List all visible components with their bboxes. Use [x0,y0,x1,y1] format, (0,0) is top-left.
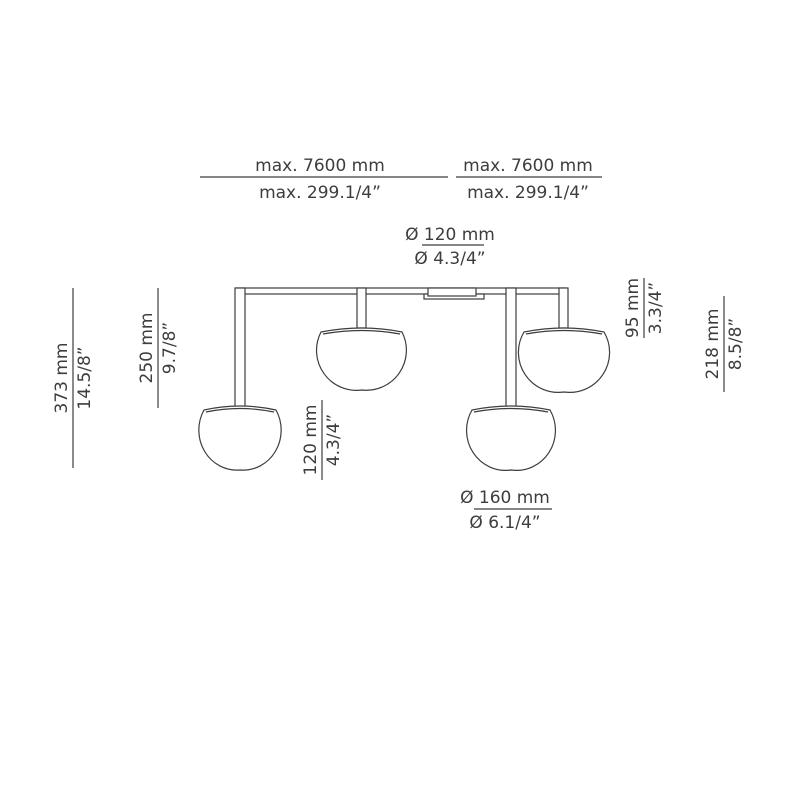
total-height-imperial: 14.5/8” [75,346,95,409]
rod-long-imperial: 9.7/8” [160,322,180,374]
width-right-imperial: max. 299.1/4” [467,183,589,203]
canopy-diameter-dimension: Ø 120 mm Ø 4.3/4” [405,225,495,269]
lamp-drawing [198,287,611,471]
rod-long-metric: 250 mm [137,313,157,384]
short-height-imperial: 8.5/8” [726,318,746,370]
shade-left-low [198,405,282,471]
width-right-dimension: max. 7600 mm max. 299.1/4” [456,156,602,203]
width-left-imperial: max. 299.1/4” [259,183,381,203]
rod-short-imperial: 3.3/4” [646,282,666,334]
width-left-metric: max. 7600 mm [255,156,385,176]
shade-diameter-imperial: Ø 6.1/4” [469,513,540,533]
rod-long-dimension: 250 mm 9.7/8” [137,288,180,408]
rod-right-short [558,287,569,329]
rod-short-dimension: 95 mm 3.3/4” [623,278,666,338]
shade-height-dimension: 120 mm 4.3/4” [301,400,344,480]
shade-height-metric: 120 mm [301,405,321,476]
short-height-dimension: 218 mm 8.5/8” [703,296,746,392]
rod-short-metric: 95 mm [623,278,643,338]
shade-right-high [517,327,611,393]
total-height-metric: 373 mm [52,343,72,414]
width-left-dimension: max. 7600 mm max. 299.1/4” [200,156,448,203]
total-height-dimension: 373 mm 14.5/8” [52,288,95,468]
shade-diameter-dimension: Ø 160 mm Ø 6.1/4” [460,488,552,533]
canopy-diameter-imperial: Ø 4.3/4” [414,249,485,269]
short-height-metric: 218 mm [703,309,723,380]
ceiling-canopy [427,287,477,297]
shade-height-imperial: 4.3/4” [324,414,344,466]
rod-left-long [234,287,246,409]
canopy-diameter-metric: Ø 120 mm [405,225,495,245]
rod-right-long [505,287,517,409]
rod-left-short [356,287,367,329]
shade-left-high [315,327,407,391]
width-right-metric: max. 7600 mm [463,156,593,176]
shade-right-low [465,405,557,471]
shade-diameter-metric: Ø 160 mm [460,488,550,508]
